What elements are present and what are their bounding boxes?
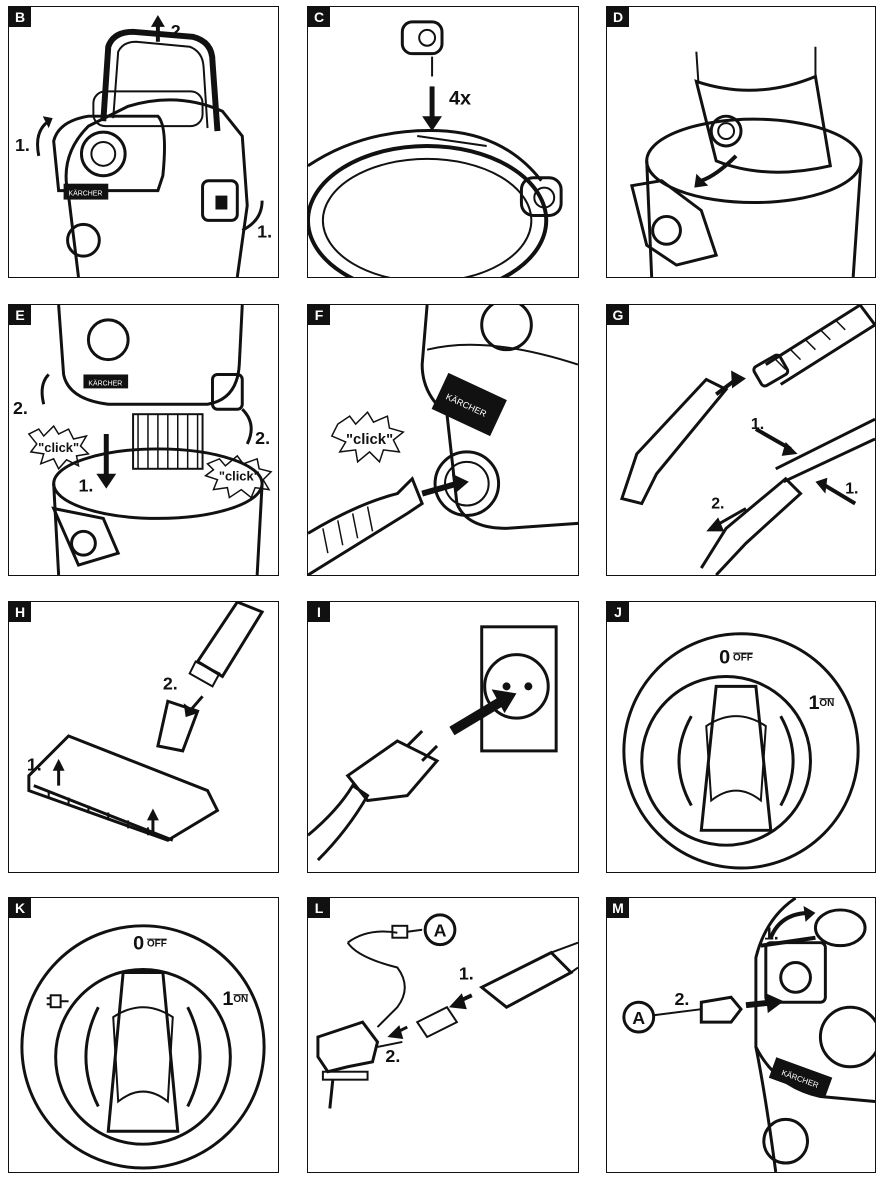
svg-text:A: A: [632, 1008, 645, 1028]
panel-letter: G: [607, 305, 629, 325]
floor-nozzle: [27, 734, 220, 842]
clip-part: [400, 20, 444, 56]
svg-text:2.: 2.: [163, 673, 178, 693]
rotary-switch: [640, 674, 812, 847]
svg-text:1.: 1.: [257, 221, 272, 241]
appliance-socket: [764, 941, 827, 1004]
filter-bag-insert-illustration: [629, 46, 863, 277]
panel-letter: M: [607, 898, 629, 918]
svg-text:"click": "click": [219, 469, 260, 484]
panel-k: K 0 OFF 1 ON: [8, 897, 279, 1173]
svg-text:1.: 1.: [27, 755, 42, 775]
svg-text:2.: 2.: [711, 495, 724, 512]
head-reattach-illustration: KÄRCHER 1. 2. 2. "click" "click": [13, 305, 273, 575]
svg-text:OFF: OFF: [147, 939, 167, 950]
power-tool-connect-illustration: A 1. 2.: [316, 913, 578, 1109]
svg-text:1.: 1.: [459, 963, 474, 983]
filter-clip-illustration: 4x: [308, 20, 563, 277]
device-socket-illustration: KÄRCHER 1. A 2.: [622, 898, 875, 1172]
filter-bag: [694, 74, 833, 174]
plug-symbol-icon: [46, 994, 69, 1009]
panel-c: C 4x: [307, 6, 579, 278]
handle-attach-illustration: 1. 1. 2.: [619, 305, 875, 575]
panel-g: G 1. 1. 2.: [606, 304, 876, 576]
svg-text:1: 1: [808, 692, 819, 714]
panel-letter: B: [9, 7, 31, 27]
panel-d: D: [606, 6, 876, 278]
panel-b: B KÄRCHER 2. 1. 1.: [8, 6, 279, 278]
hose-inlet: [433, 450, 501, 517]
switch-dial-auto-illustration: 0 OFF 1 ON: [20, 924, 266, 1170]
rotary-switch: [54, 967, 232, 1146]
svg-text:2.: 2.: [674, 989, 689, 1009]
panel-letter: D: [607, 7, 629, 27]
panel-letter: L: [308, 898, 330, 918]
panel-h: H 2. 1.: [8, 601, 279, 873]
svg-text:ON: ON: [819, 698, 834, 709]
svg-text:1.: 1.: [751, 416, 764, 433]
vacuum-head-removal-illustration: KÄRCHER 2. 1. 1.: [15, 14, 272, 277]
svg-text:2.: 2.: [385, 1046, 400, 1066]
svg-text:1.: 1.: [764, 924, 779, 944]
svg-text:1: 1: [222, 988, 233, 1010]
switch-dial-on-illustration: 0 OFF 1 ON: [622, 632, 860, 870]
suction-hose-end: [478, 950, 574, 1009]
svg-text:KÄRCHER: KÄRCHER: [68, 190, 102, 198]
panel-letter: C: [308, 7, 330, 27]
panel-letter: I: [308, 602, 330, 622]
svg-text:ON: ON: [233, 994, 248, 1005]
panel-letter: F: [308, 305, 330, 325]
svg-text:2.: 2.: [171, 21, 186, 41]
panel-letter: K: [9, 898, 31, 918]
wall-socket: [480, 625, 558, 753]
svg-text:4x: 4x: [449, 87, 471, 109]
svg-text:1.: 1.: [78, 476, 93, 496]
hose-connect-illustration: KÄRCHER "click": [308, 305, 578, 575]
brand-plate: [63, 183, 109, 200]
panel-e: E KÄRCHER 1. 2. 2. "click" "click": [8, 304, 279, 576]
panel-f: F KÄRCHER "click": [307, 304, 579, 576]
panel-m: M KÄRCHER 1. A 2.: [606, 897, 876, 1173]
svg-text:OFF: OFF: [733, 653, 753, 664]
svg-text:A: A: [434, 921, 447, 941]
panel-letter: E: [9, 305, 31, 325]
power-plug: [345, 739, 440, 803]
panel-l: L A 1. 2.: [307, 897, 579, 1173]
svg-text:2.: 2.: [255, 428, 270, 448]
svg-text:1.: 1.: [845, 481, 858, 498]
plug: [699, 995, 743, 1024]
svg-text:0: 0: [133, 933, 144, 955]
handle: [619, 377, 729, 506]
plug-socket-illustration: [308, 625, 558, 862]
svg-text:KÄRCHER: KÄRCHER: [88, 379, 122, 387]
adapter: [415, 1005, 459, 1039]
svg-text:1.: 1.: [15, 135, 30, 155]
svg-text:2.: 2.: [13, 398, 28, 418]
panel-j: J 0 OFF 1 ON: [606, 601, 876, 873]
panel-i: I: [307, 601, 579, 873]
svg-text:"click": "click": [38, 440, 79, 455]
panel-letter: H: [9, 602, 31, 622]
svg-text:0: 0: [719, 647, 730, 669]
floor-nozzle-illustration: 2. 1.: [27, 602, 265, 842]
hose: [308, 476, 424, 575]
jigsaw: [316, 1020, 380, 1074]
svg-text:"click": "click": [346, 432, 393, 448]
panel-letter: J: [607, 602, 629, 622]
